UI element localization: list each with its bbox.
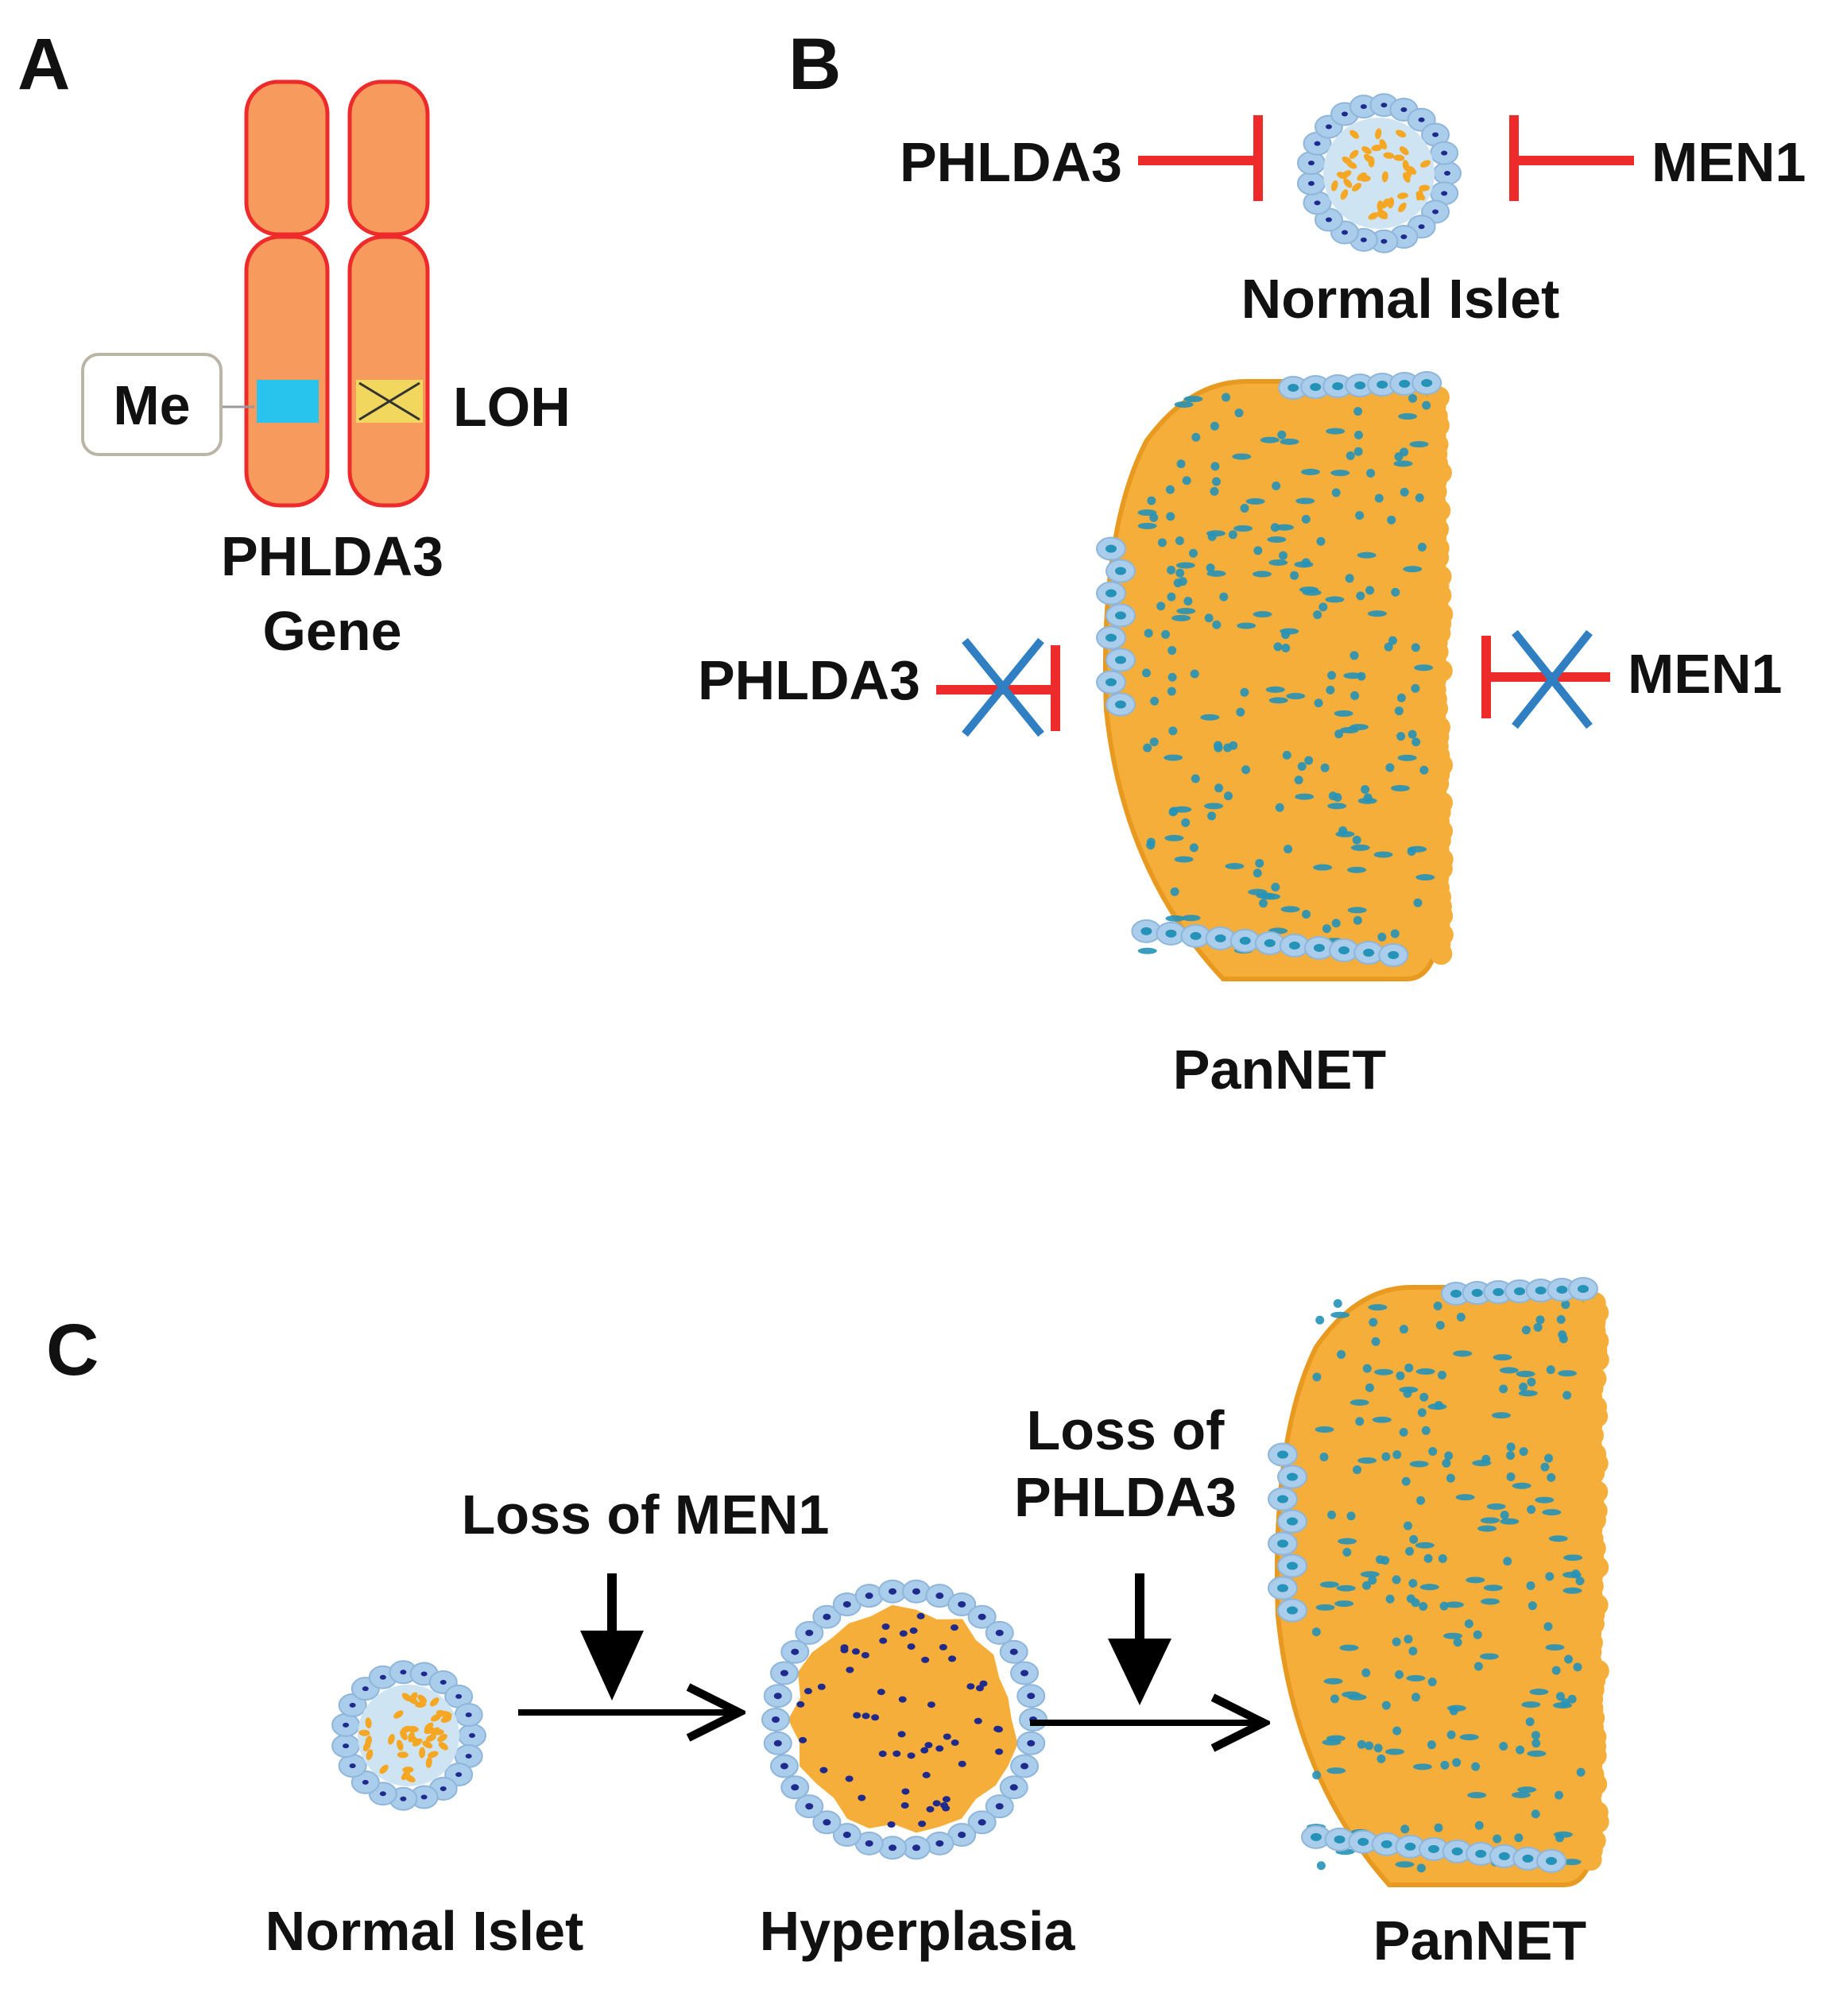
- chromosome-right-upper-arm: [347, 79, 430, 237]
- panel-a-letter: A: [17, 24, 70, 105]
- men1-blocked-cross-icon: [1512, 629, 1593, 729]
- loss-of-men1-label: Loss of MEN1: [462, 1484, 830, 1546]
- men1-inhibit-top-icon: [1509, 115, 1634, 201]
- phlda3-blocked-cross-icon: [962, 637, 1044, 737]
- chromosome-pair: [244, 79, 430, 508]
- down-arrow-phlda3-icon: [1108, 1573, 1171, 1705]
- down-arrow-men1-icon: [580, 1573, 644, 1701]
- chromosome-left-lower-arm: [244, 234, 330, 508]
- pannet-c-label: PanNET: [1373, 1910, 1586, 1972]
- loh-label: LOH: [453, 376, 571, 438]
- pannet-tumor-b: [1096, 371, 1454, 981]
- hyperplasia-c: [761, 1579, 1047, 1860]
- phlda3-inhibit-bottom-icon: [936, 645, 1060, 731]
- men1-bottom-label: MEN1: [1628, 643, 1782, 705]
- methylated-band: [257, 380, 319, 423]
- pannet-b-label: PanNET: [1173, 1039, 1386, 1101]
- panel-b-letter: B: [788, 24, 841, 105]
- loss-of-phlda3-line2: PHLDA3: [1014, 1466, 1237, 1528]
- loh-cross-icon: [358, 381, 420, 421]
- hyperplasia-c-label: Hyperplasia: [760, 1900, 1076, 1962]
- me-label: Me: [113, 374, 190, 436]
- gene-word-label: Gene: [262, 600, 401, 662]
- chromosome-right-lower-arm: [347, 234, 430, 508]
- normal-islet-c: [331, 1660, 486, 1811]
- phlda3-inhibit-top-icon: [1138, 115, 1263, 201]
- normal-islet-c-label: Normal Islet: [265, 1900, 584, 1962]
- normal-islet-b: [1296, 93, 1462, 253]
- pannet-tumor-c: [1268, 1277, 1609, 1887]
- men1-top-label: MEN1: [1651, 131, 1806, 193]
- phlda3-top-label: PHLDA3: [900, 131, 1122, 193]
- me-box: [81, 353, 223, 456]
- phlda3-bottom-label: PHLDA3: [698, 649, 920, 711]
- gene-name-label: PHLDA3: [221, 525, 443, 587]
- chromosome-left-upper-arm: [244, 79, 330, 237]
- loss-of-phlda3-line1: Loss of: [1027, 1399, 1226, 1461]
- panel-c-letter: C: [46, 1310, 99, 1391]
- normal-islet-b-label: Normal Islet: [1241, 268, 1560, 330]
